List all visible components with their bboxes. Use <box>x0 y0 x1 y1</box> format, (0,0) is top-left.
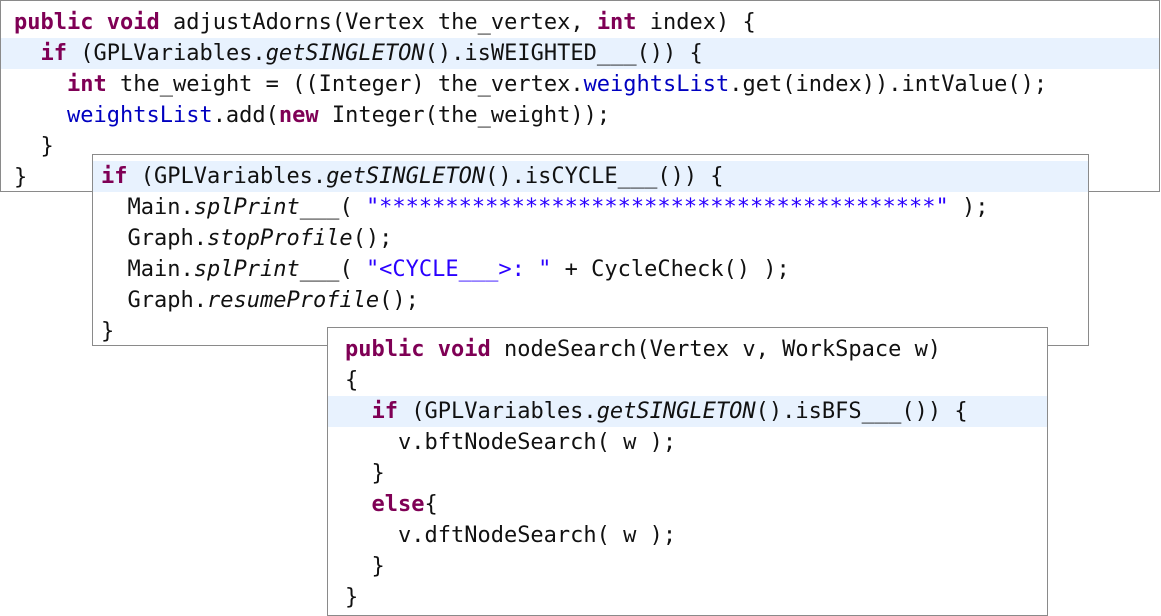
code-line: int the_weight = ((Integer) the_vertex.w… <box>1 69 1159 100</box>
code-token: Main. <box>127 195 194 220</box>
code-token: ().isWEIGHTED___()) { <box>424 41 703 66</box>
code-panel-node-search: public void nodeSearch(Vertex v, WorkSpa… <box>327 327 1048 616</box>
code-line: } <box>328 458 1047 489</box>
code-line: { <box>328 365 1047 396</box>
code-token: public <box>14 10 94 35</box>
code-token: resumeProfile <box>206 288 380 313</box>
code-token: index) { <box>636 10 756 35</box>
code-indent <box>345 430 398 455</box>
code-token: void <box>437 337 491 362</box>
code-token: (GPLVariables. <box>398 399 597 424</box>
code-token: adjustAdorns(Vertex the_vertex, <box>159 10 597 35</box>
code-line: v.dftNodeSearch( w ); <box>328 520 1047 551</box>
code-token: getSINGLETON <box>326 164 486 189</box>
code-token: v.bftNodeSearch( w ); <box>397 430 677 455</box>
code-token: if <box>101 164 128 189</box>
code-line: if (GPLVariables.getSINGLETON().isBFS___… <box>328 396 1047 427</box>
code-line: } <box>328 551 1047 582</box>
code-indent <box>345 461 372 486</box>
code-indent <box>101 288 128 313</box>
code-token: Graph. <box>127 288 207 313</box>
code-token: } <box>345 585 359 610</box>
code-token: ); <box>948 195 989 220</box>
code-token <box>93 10 106 35</box>
code-token: weightsList <box>66 103 213 128</box>
code-token: void <box>106 10 160 35</box>
code-token: } <box>14 165 28 190</box>
code-indent <box>345 554 372 579</box>
code-token: "***************************************… <box>365 195 949 220</box>
code-line: Main.splPrint___( "*********************… <box>93 192 1088 223</box>
code-token: new <box>278 103 319 128</box>
code-panel-cycle-check: if (GPLVariables.getSINGLETON().isCYCLE_… <box>92 154 1089 346</box>
code-panel-adjust-adorns: public void adjustAdorns(Vertex the_vert… <box>0 0 1160 192</box>
code-token: ().isCYCLE___()) { <box>485 164 724 189</box>
code-line: public void adjustAdorns(Vertex the_vert… <box>1 7 1159 38</box>
code-token: public <box>345 337 425 362</box>
code-token <box>424 337 437 362</box>
code-line: public void nodeSearch(Vertex v, WorkSpa… <box>328 334 1047 365</box>
code-token: } <box>40 134 54 159</box>
code-line: v.bftNodeSearch( w ); <box>328 427 1047 458</box>
code-token: (GPLVariables. <box>127 164 327 189</box>
code-token: else <box>371 492 425 517</box>
code-line: Main.splPrint___( "<CYCLE___>: " + Cycle… <box>93 254 1088 285</box>
code-token: { <box>424 492 438 517</box>
code-line: else{ <box>328 489 1047 520</box>
code-token: } <box>101 319 115 344</box>
code-token: if <box>371 399 399 424</box>
code-token: ( <box>339 195 366 220</box>
code-token: } <box>371 554 385 579</box>
code-indent <box>14 41 41 66</box>
code-indent <box>345 523 398 548</box>
code-token: (); <box>352 226 393 251</box>
code-token: .add( <box>212 103 279 128</box>
code-indent <box>14 72 67 97</box>
code-token: { <box>345 368 359 393</box>
code-token: } <box>371 461 385 486</box>
code-line: Graph.stopProfile(); <box>93 223 1088 254</box>
code-token: .get(index)).intValue(); <box>729 72 1048 97</box>
code-line: } <box>328 582 1047 613</box>
code-indent <box>14 103 67 128</box>
code-token: (); <box>379 288 419 313</box>
code-token: Main. <box>127 257 194 282</box>
code-token: v.dftNodeSearch( w ); <box>397 523 677 548</box>
code-token: getSINGLETON <box>596 399 756 424</box>
code-token: int <box>596 10 637 35</box>
code-token: if <box>40 41 68 66</box>
code-line: } <box>1 131 1159 162</box>
code-token: + CycleCheck() ); <box>551 257 790 282</box>
code-token: Graph. <box>127 226 207 251</box>
code-token: int <box>66 72 107 97</box>
code-token: "<CYCLE___>: " <box>365 257 552 282</box>
code-token: ( <box>339 257 366 282</box>
code-line: if (GPLVariables.getSINGLETON().isWEIGHT… <box>1 38 1159 69</box>
code-indent <box>14 134 41 159</box>
code-indent <box>101 257 128 282</box>
code-token: getSINGLETON <box>265 41 425 66</box>
code-line: weightsList.add(new Integer(the_weight))… <box>1 100 1159 131</box>
code-indent <box>101 226 128 251</box>
code-line: Graph.resumeProfile(); <box>93 285 1088 316</box>
code-line: } <box>1 162 1159 191</box>
code-token: the_weight = ((Integer) the_vertex. <box>106 72 584 97</box>
code-token: (GPLVariables. <box>67 41 266 66</box>
code-indent <box>345 399 372 424</box>
code-indent <box>101 195 128 220</box>
code-line: } <box>93 316 1088 345</box>
code-token: splPrint___ <box>193 257 340 282</box>
code-token: Integer(the_weight)); <box>318 103 611 128</box>
code-token: ().isBFS___()) { <box>755 399 968 424</box>
code-token: splPrint___ <box>193 195 340 220</box>
code-token: nodeSearch(Vertex v, WorkSpace w) <box>490 337 942 362</box>
code-line: if (GPLVariables.getSINGLETON().isCYCLE_… <box>93 161 1088 192</box>
code-token: weightsList <box>583 72 730 97</box>
code-token: stopProfile <box>206 226 353 251</box>
code-indent <box>345 492 372 517</box>
